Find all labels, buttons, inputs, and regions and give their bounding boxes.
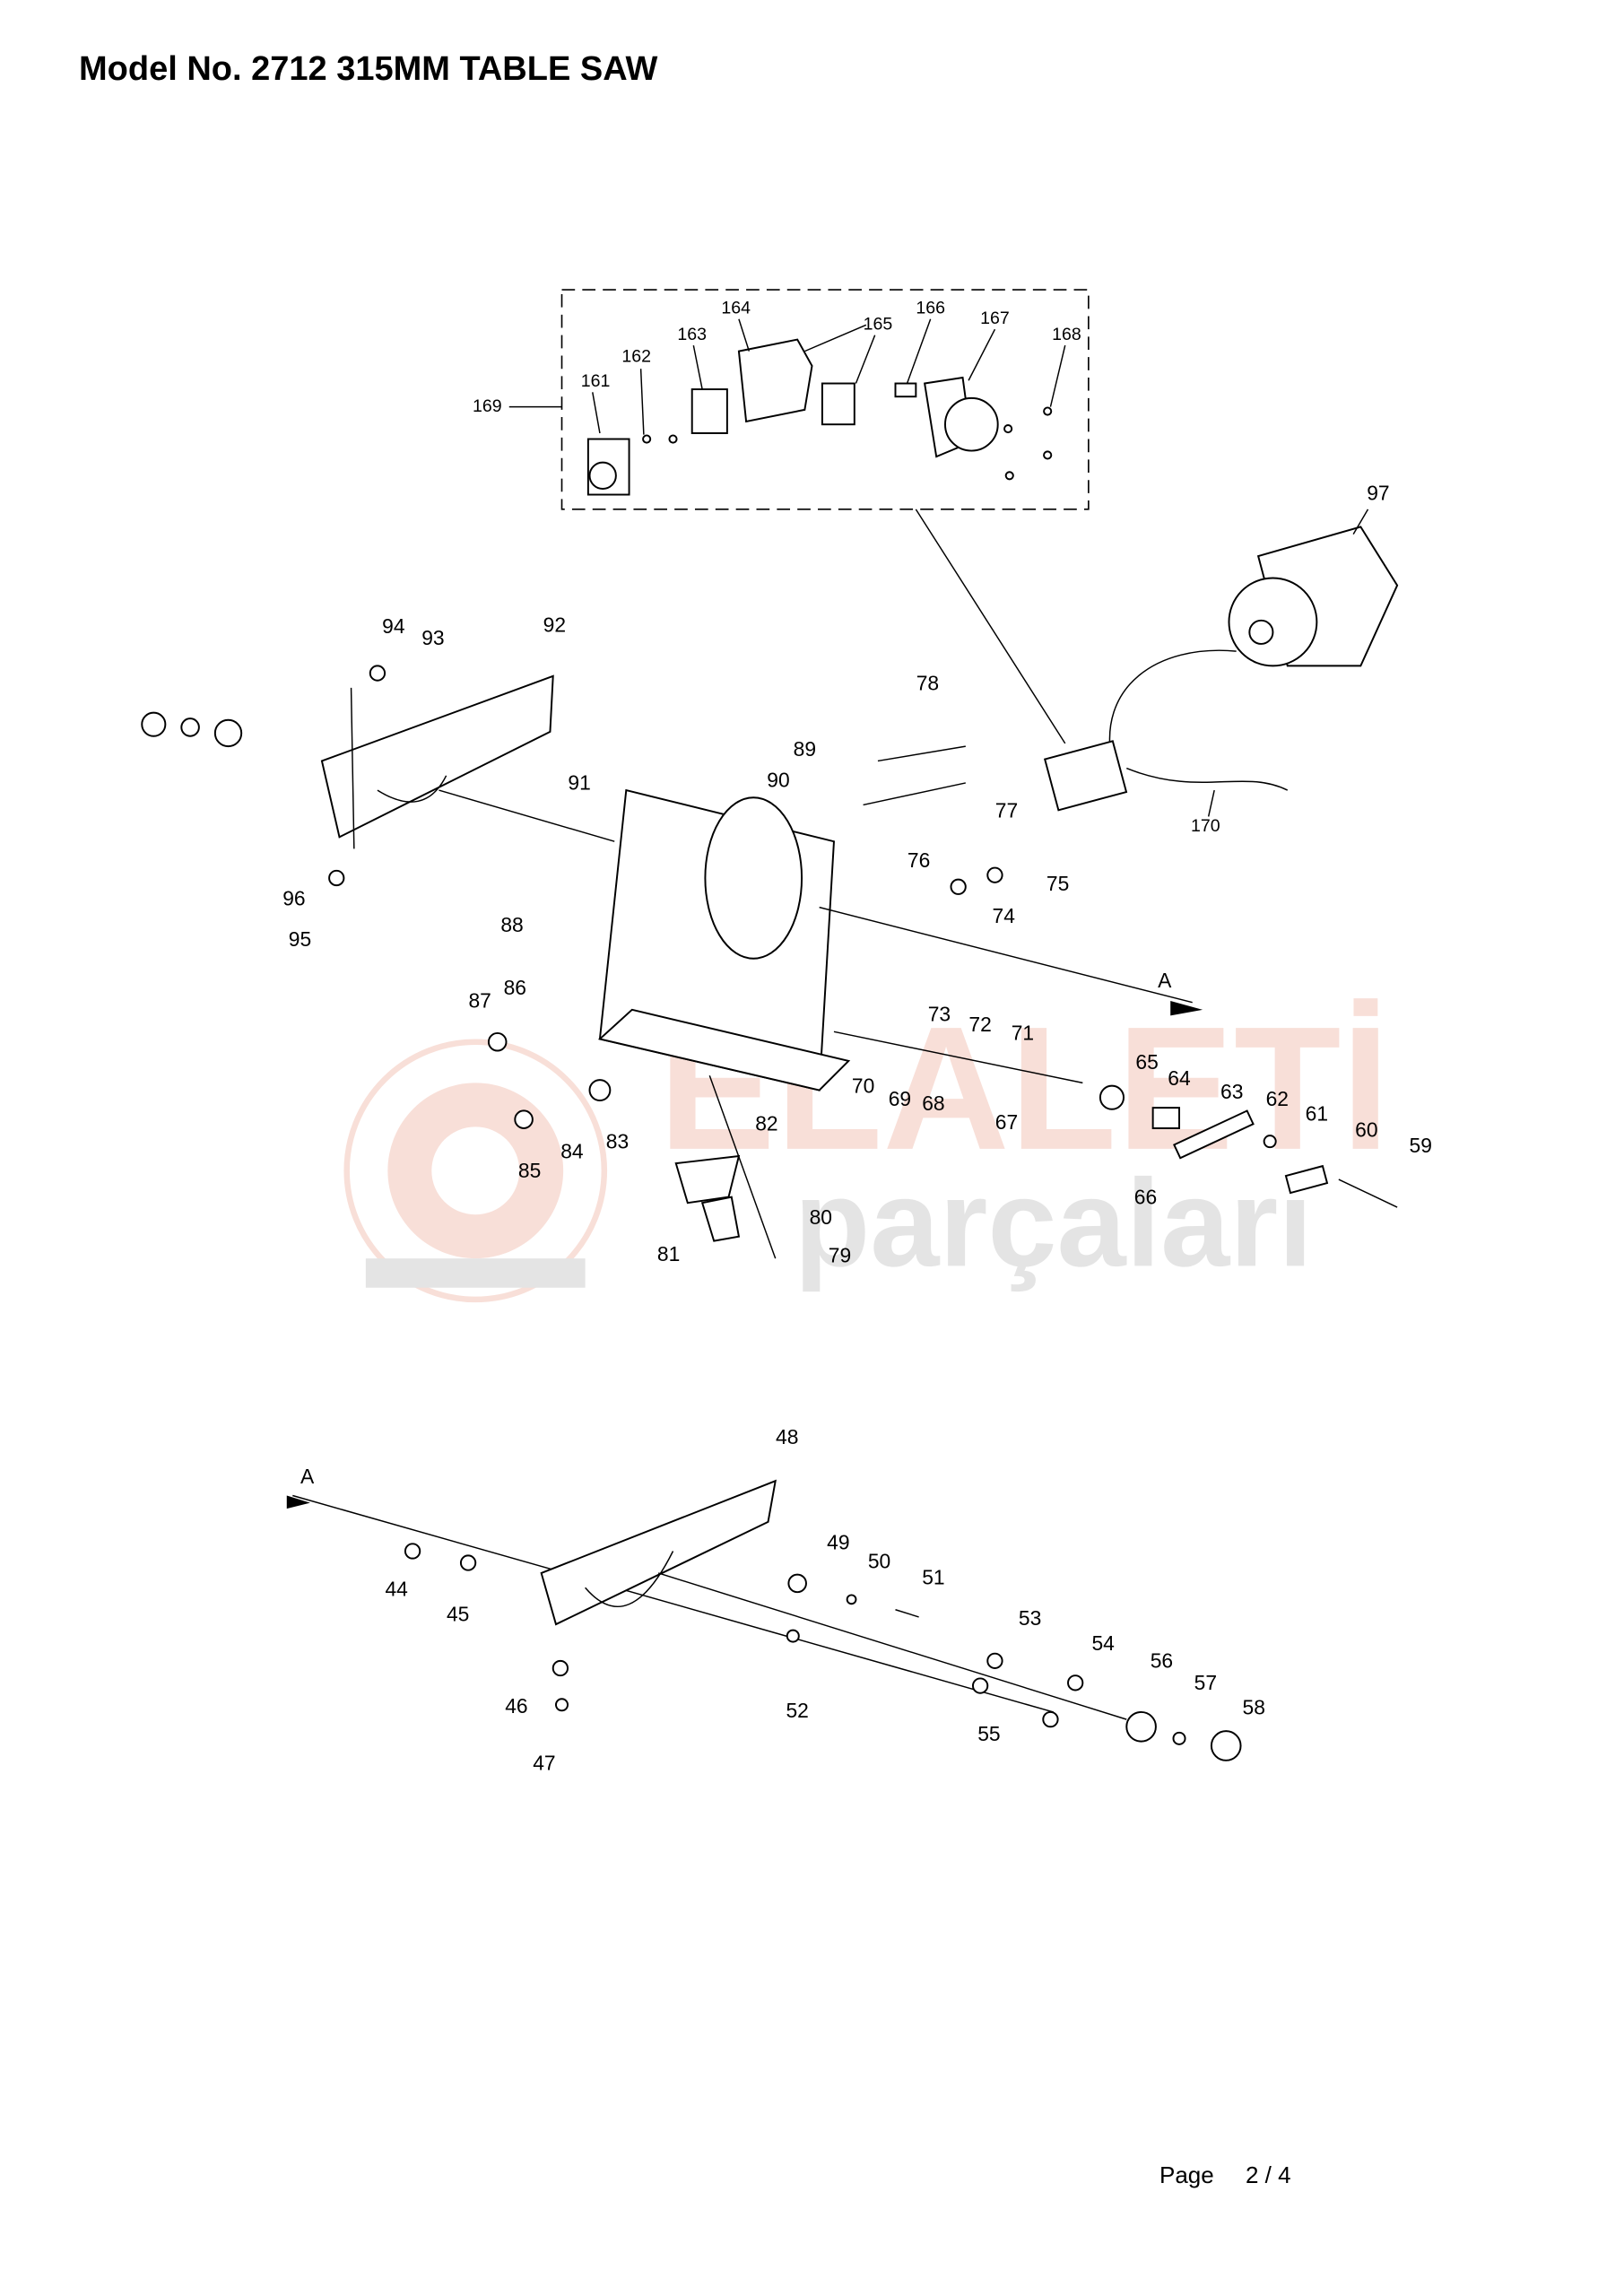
- callout-81: 81: [657, 1242, 680, 1265]
- callout-61: 61: [1306, 1101, 1328, 1125]
- callout-88: 88: [500, 913, 523, 936]
- callout-93: 93: [421, 626, 444, 649]
- callout-47: 47: [533, 1752, 555, 1775]
- callout-63: 63: [1220, 1080, 1243, 1103]
- callout-83: 83: [606, 1129, 629, 1152]
- callout-50: 50: [868, 1550, 890, 1573]
- callout-62: 62: [1266, 1087, 1289, 1110]
- page-number: 2 / 4: [1245, 2161, 1291, 2188]
- callout-49: 49: [827, 1530, 849, 1553]
- callout-163: 163: [677, 325, 707, 344]
- callout-44: 44: [385, 1578, 408, 1601]
- callout-64: 64: [1168, 1066, 1191, 1090]
- callout-162: 162: [621, 346, 651, 366]
- lower-assembly: [286, 1001, 1242, 1761]
- callout-45: 45: [447, 1602, 469, 1625]
- callout-165: 165: [864, 314, 893, 334]
- motor: [1043, 509, 1399, 817]
- callout-164: 164: [721, 298, 751, 317]
- callout-51: 51: [922, 1566, 944, 1589]
- section-marker-a-lower: A: [300, 1465, 315, 1488]
- callout-65: 65: [1135, 1050, 1158, 1074]
- callout-73: 73: [928, 1002, 951, 1025]
- callout-57: 57: [1194, 1671, 1217, 1694]
- callout-92: 92: [543, 613, 566, 636]
- callout-161: 161: [581, 371, 611, 391]
- callout-89: 89: [794, 737, 816, 761]
- callout-95: 95: [289, 927, 311, 951]
- callout-86: 86: [504, 976, 526, 999]
- callout-97: 97: [1367, 482, 1389, 505]
- callout-166: 166: [916, 298, 945, 317]
- callout-60: 60: [1355, 1118, 1377, 1141]
- callout-58: 58: [1243, 1696, 1265, 1719]
- callout-169: 169: [473, 396, 502, 416]
- callout-labels: 169 161 162 163 164 165 166 167 168 97 9…: [282, 298, 1432, 1774]
- callout-82: 82: [755, 1112, 777, 1135]
- page-footer: Page 2 / 4: [1159, 2161, 1316, 2189]
- callout-67: 67: [995, 1110, 1018, 1134]
- callout-91: 91: [568, 771, 590, 795]
- callout-96: 96: [282, 886, 305, 909]
- callout-54: 54: [1091, 1631, 1115, 1655]
- callout-87: 87: [468, 989, 491, 1013]
- callout-53: 53: [1019, 1606, 1041, 1630]
- callout-85: 85: [518, 1159, 541, 1182]
- watermark-sub: parçaları: [795, 1153, 1313, 1292]
- callout-75: 75: [1046, 872, 1069, 895]
- callout-170: 170: [1191, 816, 1220, 836]
- callout-84: 84: [560, 1140, 584, 1163]
- callout-46: 46: [505, 1694, 527, 1718]
- callout-66: 66: [1134, 1185, 1157, 1208]
- callout-79: 79: [829, 1244, 851, 1267]
- callout-71: 71: [1012, 1022, 1034, 1045]
- callout-70: 70: [852, 1074, 874, 1097]
- callout-80: 80: [810, 1205, 832, 1229]
- page-label: Page: [1159, 2161, 1214, 2188]
- callout-78: 78: [916, 672, 939, 695]
- callout-68: 68: [922, 1091, 944, 1115]
- switch-assembly: [508, 289, 1090, 744]
- callout-55: 55: [977, 1722, 1000, 1745]
- callout-48: 48: [776, 1425, 798, 1448]
- callout-74: 74: [993, 904, 1016, 927]
- callout-52: 52: [786, 1699, 808, 1722]
- callout-69: 69: [889, 1087, 911, 1110]
- callout-94: 94: [382, 614, 405, 638]
- callout-56: 56: [1151, 1649, 1173, 1673]
- callout-77: 77: [995, 799, 1018, 822]
- page-title: Model No. 2712 315MM TABLE SAW: [79, 50, 658, 88]
- callout-168: 168: [1052, 325, 1081, 344]
- callout-76: 76: [908, 848, 930, 872]
- callout-167: 167: [980, 309, 1010, 328]
- callout-72: 72: [968, 1013, 991, 1036]
- section-marker-a: A: [1158, 969, 1172, 992]
- callout-59: 59: [1410, 1134, 1432, 1157]
- main-frame: [141, 665, 1398, 1259]
- callout-90: 90: [767, 768, 789, 791]
